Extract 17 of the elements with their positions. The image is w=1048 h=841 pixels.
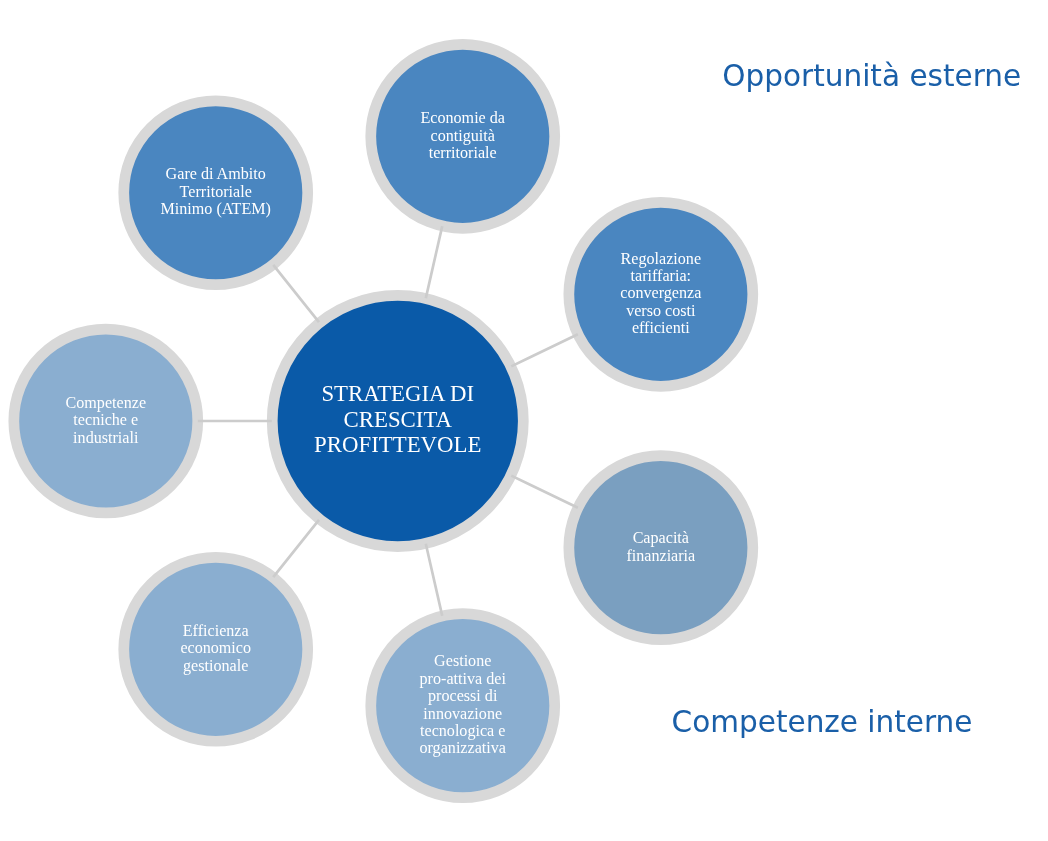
label: Opportunità esterne <box>722 58 1022 93</box>
connector <box>272 263 321 323</box>
node-circle: Regolazione tariffaria: convergenza verso costi efficienti <box>563 196 759 392</box>
connector <box>424 225 444 298</box>
connector <box>272 518 321 578</box>
label: Competenze interne <box>671 704 973 739</box>
node-circle: Gare di Ambito Territoriale Minimo (ATEM) <box>118 94 314 290</box>
connector <box>197 419 272 422</box>
node-circle: Capacità finanziaria <box>563 449 759 645</box>
node-circle: Efficienza economico gestionale <box>118 551 314 747</box>
node-circle: STRATEGIA DI CRESCITA PROFITTEVOLE <box>266 289 529 552</box>
connector <box>510 473 579 509</box>
node-circle: Economie da contiguità territoriale <box>365 38 561 234</box>
connector <box>424 543 444 616</box>
connector <box>510 332 579 368</box>
node-circle: Gestione pro-attiva dei processi di innovazione tecnologica e organizzativa <box>365 607 561 803</box>
node-circle: Competenze tecniche e industriali <box>8 323 204 518</box>
